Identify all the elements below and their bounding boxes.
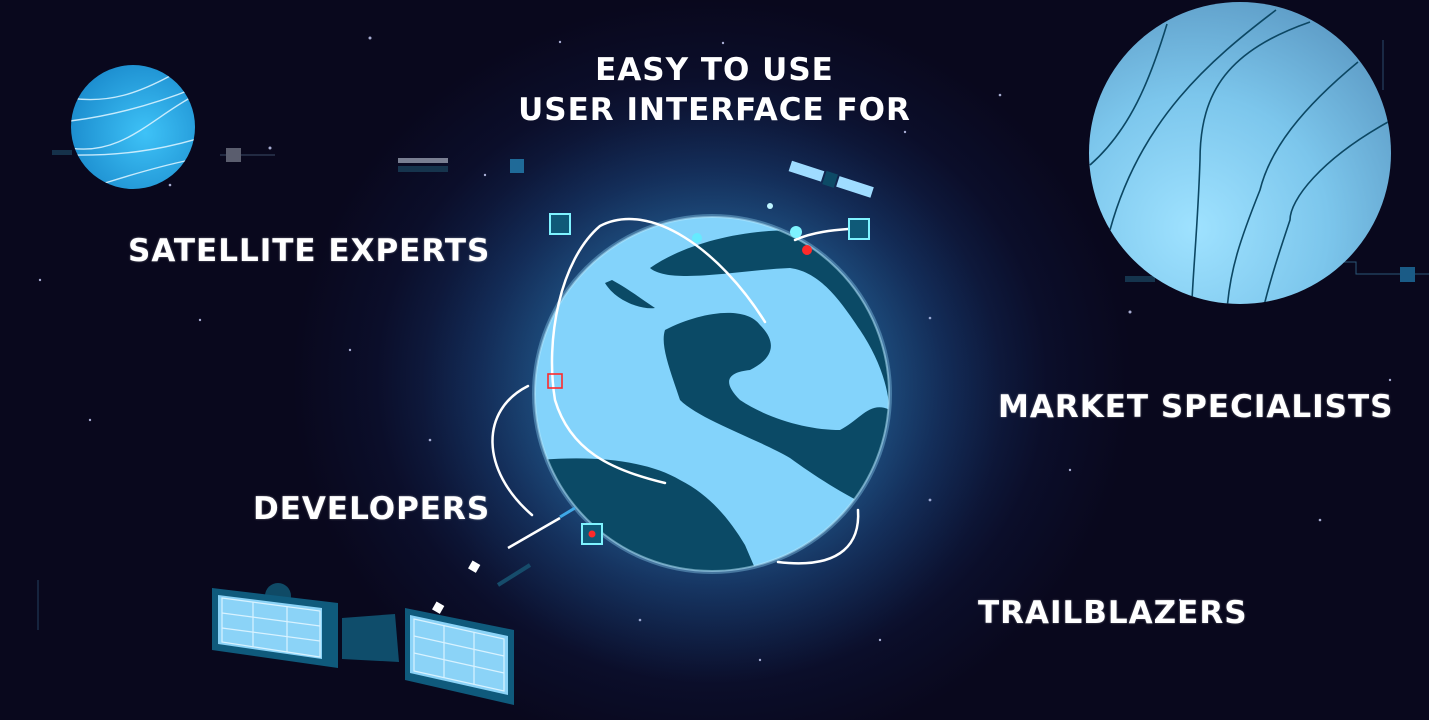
planet-left-icon (71, 65, 195, 189)
satellite-large-icon (212, 583, 514, 705)
audience-satellite-experts: SATELLITE EXPERTS (128, 233, 491, 269)
audience-developers: DEVELOPERS (253, 491, 491, 527)
headline-line-2: USER INTERFACE FOR (518, 92, 911, 128)
satellite-small-icon (788, 160, 874, 198)
audience-trailblazers: TRAILBLAZERS (978, 595, 1248, 631)
satellite-streak (432, 506, 576, 614)
audience-market-specialists: MARKET SPECIALISTS (998, 389, 1394, 425)
marker-icon (547, 203, 870, 545)
planet-right-icon (1089, 2, 1391, 304)
orbit-icon (491, 217, 860, 565)
hud-decorations (37, 40, 1429, 630)
headline-line-1: EASY TO USE (595, 52, 834, 88)
globe-icon (532, 214, 892, 574)
